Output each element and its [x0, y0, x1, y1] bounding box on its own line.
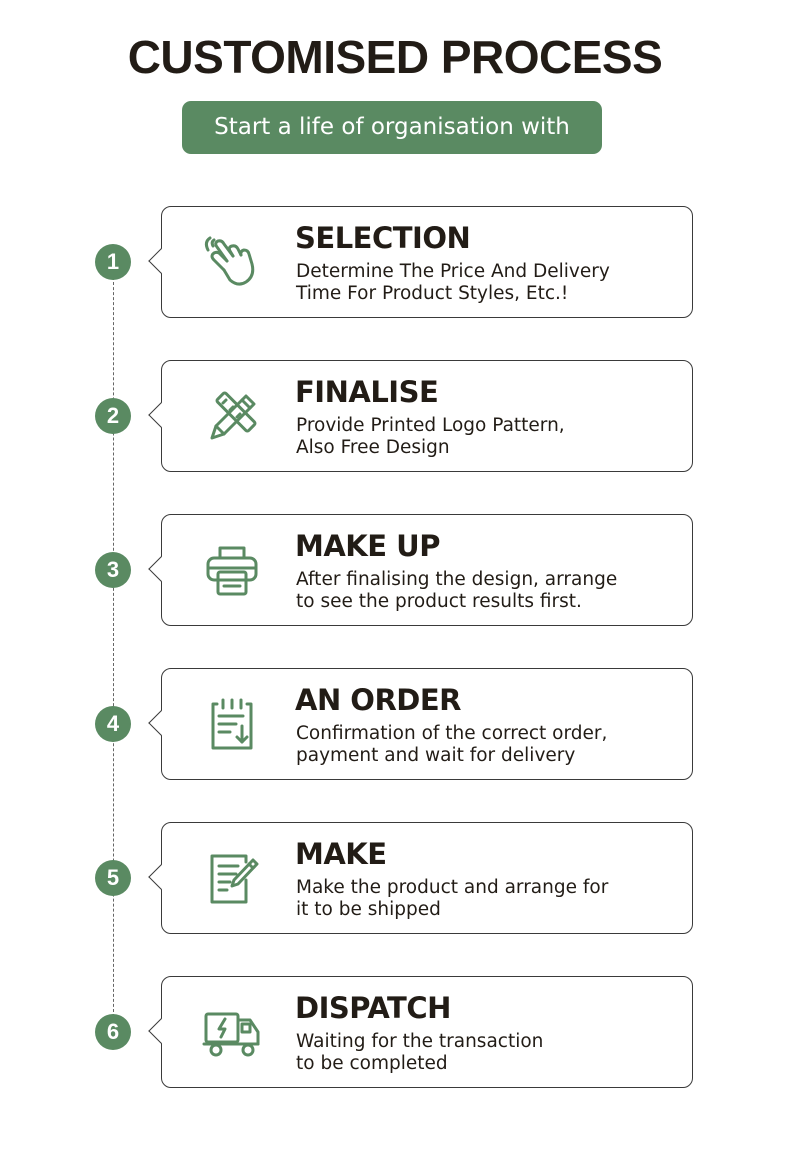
step-number-badge: 6 — [95, 1014, 131, 1050]
clipboard-order-icon — [200, 696, 264, 752]
step-description-line: After finalising the design, arrange — [296, 569, 618, 590]
step-description-line: Also Free Design — [296, 437, 450, 458]
card-pointer — [148, 864, 174, 890]
step-description-line: Make the product and arrange for — [296, 877, 609, 898]
subtitle-banner: Start a life of organisation with — [182, 101, 602, 154]
step-description-line: Confirmation of the correct order, — [296, 723, 608, 744]
step-card-finalise: FINALISE Provide Printed Logo Pattern, A… — [148, 360, 693, 472]
step-number-badge: 1 — [95, 244, 131, 280]
card-pointer — [148, 556, 174, 582]
step-title: MAKE UP — [295, 529, 440, 563]
step-number-badge: 2 — [95, 398, 131, 434]
step-description-line: to be completed — [296, 1053, 448, 1074]
card-pointer — [148, 1018, 174, 1044]
document-edit-icon — [200, 850, 264, 906]
step-title: MAKE — [295, 837, 387, 871]
step-title: DISPATCH — [295, 991, 451, 1025]
step-description-line: payment and wait for delivery — [296, 745, 576, 766]
step-title: SELECTION — [295, 221, 471, 255]
step-description-line: Determine The Price And Delivery — [296, 261, 610, 282]
card-pointer — [148, 248, 174, 274]
step-number-badge: 4 — [95, 706, 131, 742]
step-description-line: Time For Product Styles, Etc.! — [296, 283, 569, 304]
step-description-line: Waiting for the transaction — [296, 1031, 544, 1052]
step-description: Provide Printed Logo Pattern, Also Free … — [296, 415, 686, 459]
pencil-ruler-icon — [200, 388, 264, 444]
step-card-selection: SELECTION Determine The Price And Delive… — [148, 206, 693, 318]
step-description: Make the product and arrange for it to b… — [296, 877, 686, 921]
step-card-make-up: MAKE UP After finalising the design, arr… — [148, 514, 693, 626]
step-description-line: to see the product results first. — [296, 591, 582, 612]
step-title: AN ORDER — [295, 683, 462, 717]
card-pointer — [148, 710, 174, 736]
step-number-badge: 5 — [95, 860, 131, 896]
step-card-make: MAKE Make the product and arrange for it… — [148, 822, 693, 934]
step-number-badge: 3 — [95, 552, 131, 588]
step-description: Determine The Price And Delivery Time Fo… — [296, 261, 686, 305]
card-pointer — [148, 402, 174, 428]
hand-pointer-icon — [200, 234, 264, 290]
step-description: Waiting for the transaction to be comple… — [296, 1031, 686, 1075]
timeline-dashed-line — [113, 262, 114, 1032]
step-title: FINALISE — [295, 375, 439, 409]
step-description: After finalising the design, arrange to … — [296, 569, 686, 613]
step-card-an-order: AN ORDER Confirmation of the correct ord… — [148, 668, 693, 780]
step-card-dispatch: DISPATCH Waiting for the transaction to … — [148, 976, 693, 1088]
step-description: Confirmation of the correct order, payme… — [296, 723, 686, 767]
printer-icon — [200, 542, 264, 598]
step-description-line: it to be shipped — [296, 899, 441, 920]
step-description-line: Provide Printed Logo Pattern, — [296, 415, 565, 436]
page-title: CUSTOMISED PROCESS — [127, 31, 663, 83]
delivery-truck-icon — [200, 1004, 264, 1060]
